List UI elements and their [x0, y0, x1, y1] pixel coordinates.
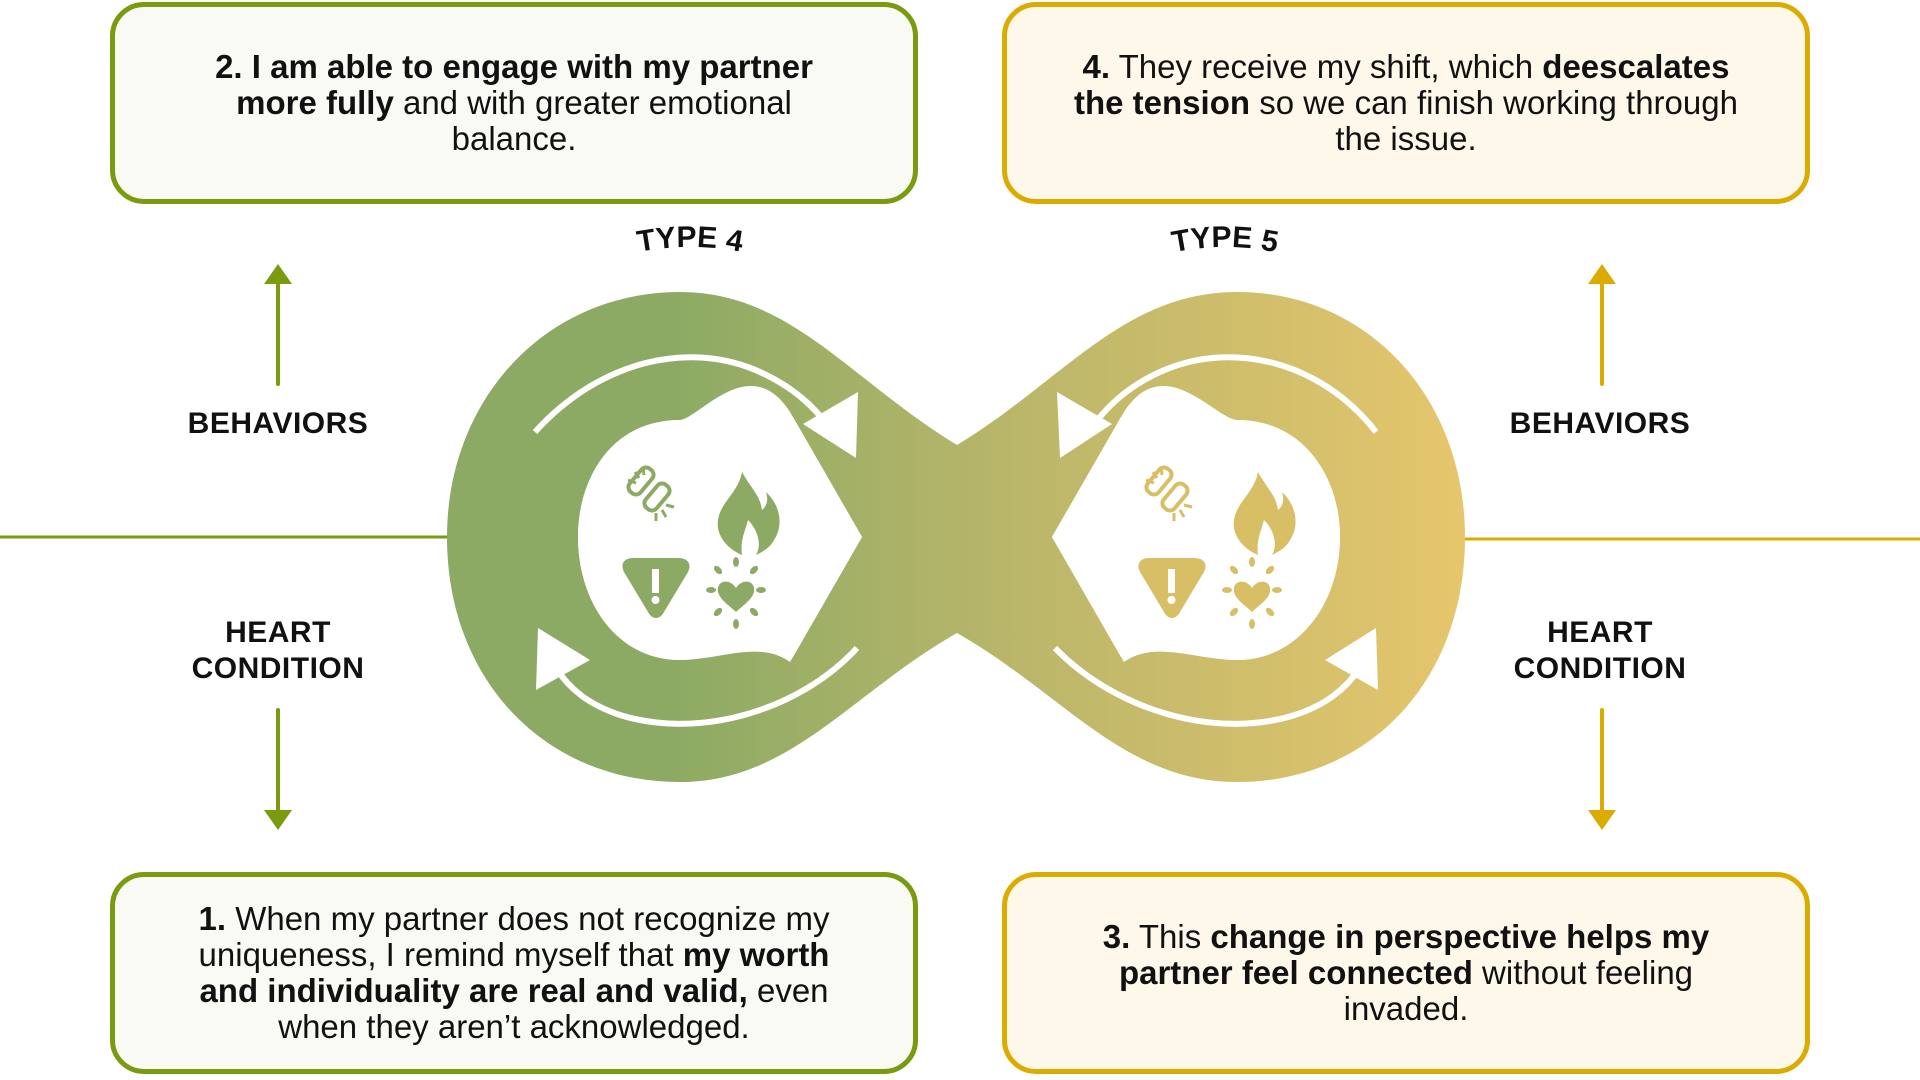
broken-link-icon — [1144, 465, 1193, 521]
step-3-text: 3. This change in perspective helps my p… — [1063, 919, 1749, 1027]
left-behaviors-label: BEHAVIORS — [187, 407, 369, 440]
step-3-part-0: This — [1130, 918, 1211, 955]
right-icon-group — [1138, 465, 1296, 629]
step-1-part-2: even when they aren’t acknowledged. — [278, 972, 829, 1045]
step-1-part-0: When my partner does not recognize my un… — [198, 900, 830, 973]
infinity-loop-band — [447, 292, 1465, 782]
right-top-arrowhead — [1057, 392, 1112, 458]
broken-link-icon — [626, 465, 675, 521]
left-top-arrow-line — [532, 354, 841, 442]
right-heart-condition-label: HEART CONDITION — [1450, 615, 1750, 687]
heart-burst-icon — [706, 557, 766, 629]
step-1-text: 1. When my partner does not recognize my… — [171, 901, 857, 1045]
left-up-arrow — [264, 264, 292, 386]
step-3-number: 3. — [1102, 918, 1131, 955]
flame-icon — [1233, 472, 1296, 555]
right-bottom-arrow-line — [1052, 645, 1363, 727]
step-2-number: 2. — [215, 48, 243, 85]
left-heart-line-2: CONDITION — [191, 652, 365, 685]
step-2-part-1: and with greater emotional balance. — [393, 84, 792, 157]
right-up-arrow — [1588, 264, 1616, 386]
flame-icon — [717, 472, 780, 555]
step-4-text: 4. They receive my shift, which deescala… — [1063, 49, 1749, 157]
right-loop-center — [1052, 417, 1340, 660]
step-4-part-1: deescalates the tension — [1074, 48, 1730, 121]
left-heart-condition-label: HEART CONDITION — [128, 615, 428, 687]
right-top-arrow-line — [1079, 354, 1379, 442]
step-2-text: 2. I am able to engage with my partner m… — [171, 49, 857, 157]
step-1-number: 1. — [198, 900, 227, 937]
right-heart-line-2: CONDITION — [1513, 652, 1687, 685]
right-loop-arrows — [1052, 354, 1379, 727]
right-behaviors-label: BEHAVIORS — [1509, 407, 1691, 440]
step-1-box: 1. When my partner does not recognize my… — [110, 872, 918, 1074]
left-bottom-arrowhead — [536, 628, 590, 690]
step-4-part-0: They receive my shift, which — [1110, 48, 1543, 85]
type-4-title: TYPE 4 — [635, 221, 746, 259]
step-3-part-2: without feeling invaded. — [1343, 954, 1694, 1027]
left-bottom-arrow-line — [553, 645, 860, 727]
step-3-part-1: change in perspective helps my partner f… — [1118, 918, 1710, 991]
step-4-part-2: so we can finish working through the iss… — [1250, 84, 1738, 157]
left-loop-arrows — [532, 354, 860, 727]
left-heart-line-1: HEART — [225, 616, 331, 649]
step-4-box: 4. They receive my shift, which deescala… — [1002, 2, 1810, 204]
step-4-number: 4. — [1082, 48, 1111, 85]
step-1-part-1: my worth and individuality are real and … — [199, 936, 830, 1009]
step-3-box: 3. This change in perspective helps my p… — [1002, 872, 1810, 1074]
left-icon-group — [622, 465, 780, 629]
right-bottom-arrowhead — [1325, 628, 1378, 690]
heart-burst-icon — [1222, 557, 1282, 629]
right-heart-line-1: HEART — [1547, 616, 1653, 649]
step-2-box: 2. I am able to engage with my partner m… — [110, 2, 918, 204]
right-down-arrow — [1588, 708, 1616, 830]
left-down-arrow — [264, 708, 292, 830]
left-top-arrowhead — [803, 392, 858, 458]
step-2-part-0: I am able to engage with my partner more… — [236, 48, 813, 121]
type-5-title: TYPE 5 — [1169, 221, 1281, 259]
